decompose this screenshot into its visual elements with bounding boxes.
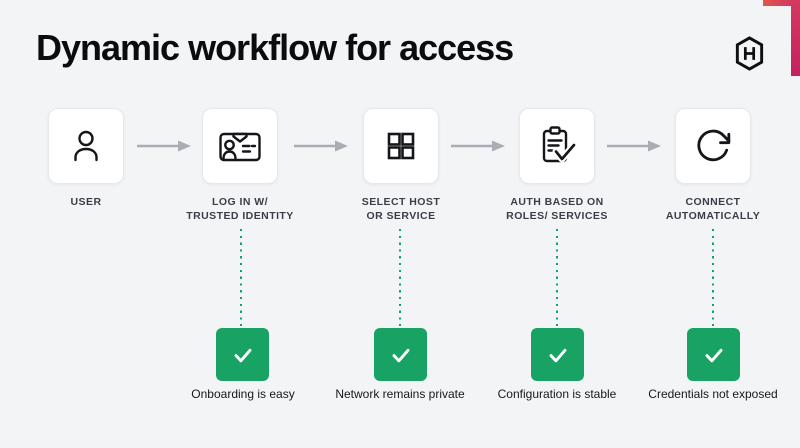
corner-accent-vertical <box>791 0 800 76</box>
step-card-user <box>48 108 124 184</box>
benefit-label-network: Network remains private <box>335 387 465 401</box>
step-card-select-host <box>363 108 439 184</box>
hashicorp-logo-icon <box>733 36 766 71</box>
step-label-user: USER <box>70 196 102 208</box>
benefit-checkbox <box>687 328 740 381</box>
checkmark-icon <box>549 348 566 362</box>
step-card-connect <box>675 108 751 184</box>
arrow-icon <box>136 140 192 152</box>
id-badge-icon <box>219 132 261 162</box>
page-title: Dynamic workflow for access <box>36 27 514 68</box>
step-label-login: LOG IN W/ TRUSTED IDENTITY <box>186 196 294 222</box>
step-card-auth <box>519 108 595 184</box>
benefit-label-configuration: Configuration is stable <box>497 387 617 401</box>
checkmark-icon <box>705 348 722 362</box>
step-label-connect: CONNECT AUTOMATICALLY <box>665 196 761 222</box>
user-icon <box>74 130 98 162</box>
dotted-connector <box>712 229 714 326</box>
benefit-checkbox <box>374 328 427 381</box>
arrow-icon <box>450 140 506 152</box>
dotted-connector <box>399 229 401 326</box>
step-label-auth: AUTH BASED ON ROLES/ SERVICES <box>506 196 608 222</box>
benefit-checkbox <box>531 328 584 381</box>
dotted-connector <box>556 229 558 326</box>
refresh-icon <box>697 129 731 162</box>
benefit-label-credentials: Credentials not exposed <box>648 387 778 401</box>
clipboard-check-icon <box>542 126 578 163</box>
benefit-checkbox <box>216 328 269 381</box>
step-label-select-host: SELECT HOST OR SERVICE <box>361 196 441 222</box>
checkmark-icon <box>392 348 409 362</box>
grid-icon <box>387 132 415 160</box>
dotted-connector <box>240 229 242 326</box>
arrow-icon <box>606 140 662 152</box>
step-card-login <box>202 108 278 184</box>
benefit-label-onboarding: Onboarding is easy <box>191 387 295 401</box>
checkmark-icon <box>234 348 251 362</box>
corner-accent-horizontal <box>763 0 800 6</box>
arrow-icon <box>293 140 349 152</box>
